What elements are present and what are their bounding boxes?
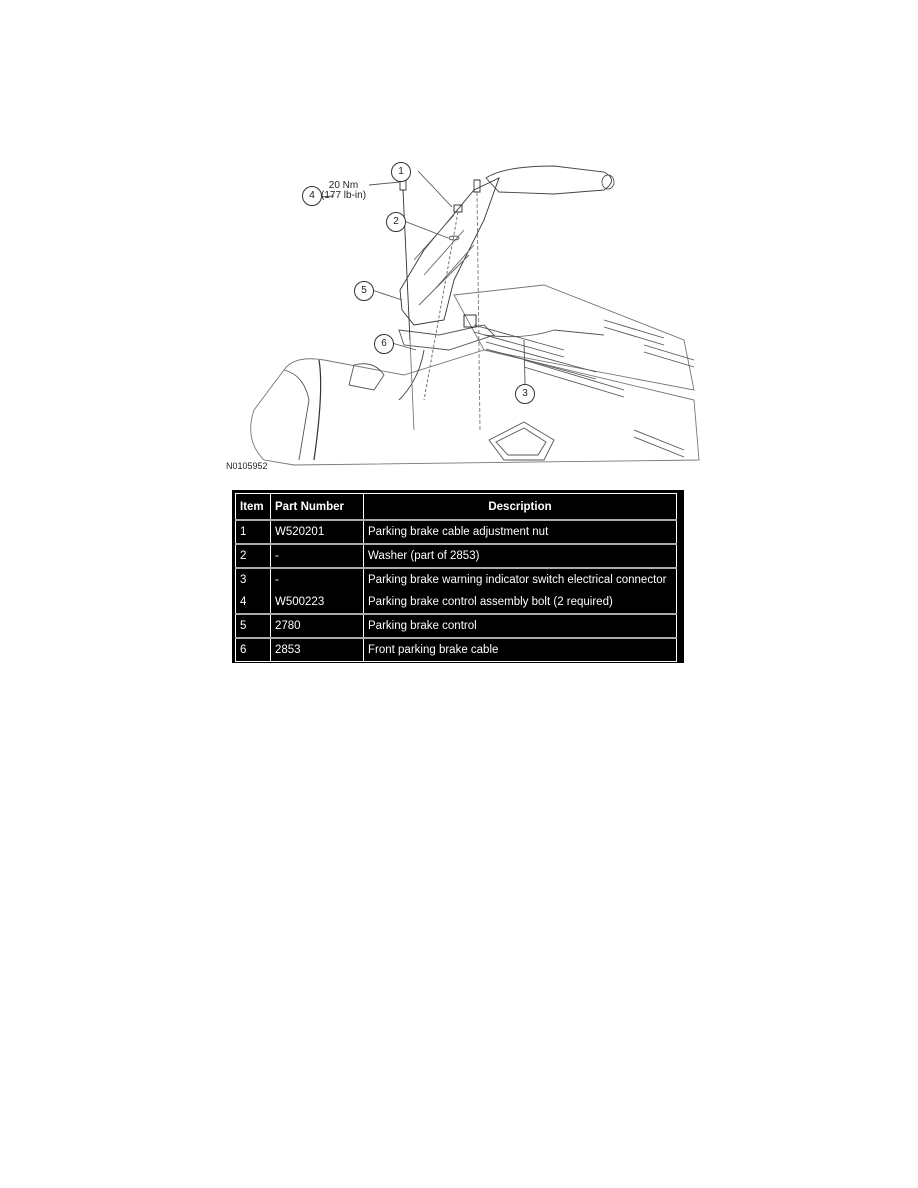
cell-part-number: - — [270, 567, 364, 591]
cell-item: 2 — [235, 543, 271, 568]
cell-description: Parking brake warning indicator switch e… — [363, 567, 677, 591]
parts-table: Item Part Number Description 1 W520201 P… — [235, 493, 677, 662]
torque-spec: 20 Nm (177 lb-in) — [321, 181, 366, 201]
exploded-view-illustration — [250, 165, 700, 466]
cell-description: Parking brake control assembly bolt (2 r… — [363, 591, 677, 614]
cell-part-number: W520201 — [270, 519, 364, 544]
table-row: 3 - Parking brake warning indicator swit… — [235, 567, 677, 591]
table-row: 6 2853 Front parking brake cable — [235, 637, 677, 662]
callout-2: 2 — [386, 212, 406, 232]
cell-part-number: - — [270, 543, 364, 568]
cell-item: 5 — [235, 613, 271, 638]
table-row: 5 2780 Parking brake control — [235, 613, 677, 638]
header-description: Description — [363, 493, 677, 521]
cell-description: Washer (part of 2853) — [363, 543, 677, 568]
table-row: 2 - Washer (part of 2853) — [235, 543, 677, 568]
cell-part-number: W500223 — [270, 591, 364, 614]
torque-lbin: (177 lb-in) — [321, 190, 367, 201]
parking-brake-diagram: 20 Nm (177 lb-in) 1 2 3 4 5 6 N0105952 — [224, 160, 704, 475]
parts-table-container: Item Part Number Description 1 W520201 P… — [232, 490, 684, 663]
table-header-row: Item Part Number Description — [235, 493, 677, 521]
header-part-number: Part Number — [270, 493, 364, 521]
callout-3: 3 — [515, 384, 535, 404]
cell-description: Parking brake cable adjustment nut — [363, 519, 677, 544]
callout-1: 1 — [391, 162, 411, 182]
callout-4: 4 — [302, 186, 322, 206]
callout-6: 6 — [374, 334, 394, 354]
table-row: 1 W520201 Parking brake cable adjustment… — [235, 519, 677, 544]
table-row: 4 W500223 Parking brake control assembly… — [235, 591, 677, 614]
cell-item: 4 — [235, 591, 271, 614]
cell-item: 3 — [235, 567, 271, 591]
cell-description: Parking brake control — [363, 613, 677, 638]
header-item: Item — [235, 493, 271, 521]
cell-description: Front parking brake cable — [363, 637, 677, 662]
cell-item: 1 — [235, 519, 271, 544]
torque-nm: 20 Nm — [328, 180, 359, 191]
callout-5: 5 — [354, 281, 374, 301]
cell-part-number: 2780 — [270, 613, 364, 638]
cell-part-number: 2853 — [270, 637, 364, 662]
cell-item: 6 — [235, 637, 271, 662]
figure-id: N0105952 — [226, 461, 268, 471]
